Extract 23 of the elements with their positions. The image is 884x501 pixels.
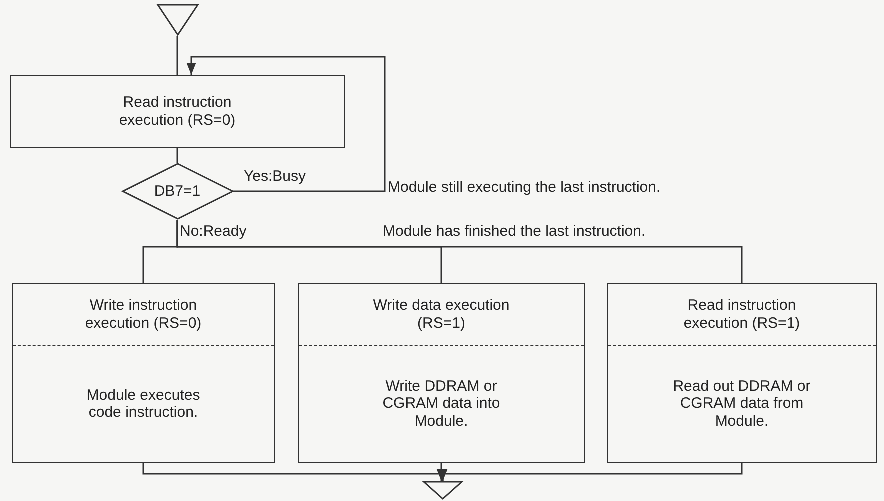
decision-text: DB7=1 [154,183,201,200]
process-box [12,283,275,463]
box-description: Write DDRAM or CGRAM data into Module. [382,378,502,430]
process-box [298,283,585,463]
connector-line [176,36,178,75]
note-text: No:Ready [180,224,247,240]
terminal-triangle [423,481,463,500]
connector-line [176,220,743,283]
process-box [607,283,877,463]
connector-line [176,148,178,163]
box-title: Write data execution (RS=1) [372,297,511,332]
box-title: Write instruction execution (RS=0) [84,297,203,332]
box-description: Module executes code instruction. [86,386,202,422]
box-description: Read out DDRAM or CGRAM data from Module. [672,378,812,430]
note-text: Module has finished the last instruction. [383,224,646,240]
decision-diamond [122,163,234,220]
box-title: Read instruction execution (RS=1) [682,297,802,332]
box-title: Read instruction execution (RS=0) [118,94,237,129]
terminal-triangle [156,4,198,36]
process-box [10,75,345,148]
note-text: Module still executing the last instruction. [388,180,661,196]
flow-arrow [186,56,386,192]
edge-label: Yes:Busy [242,169,308,186]
